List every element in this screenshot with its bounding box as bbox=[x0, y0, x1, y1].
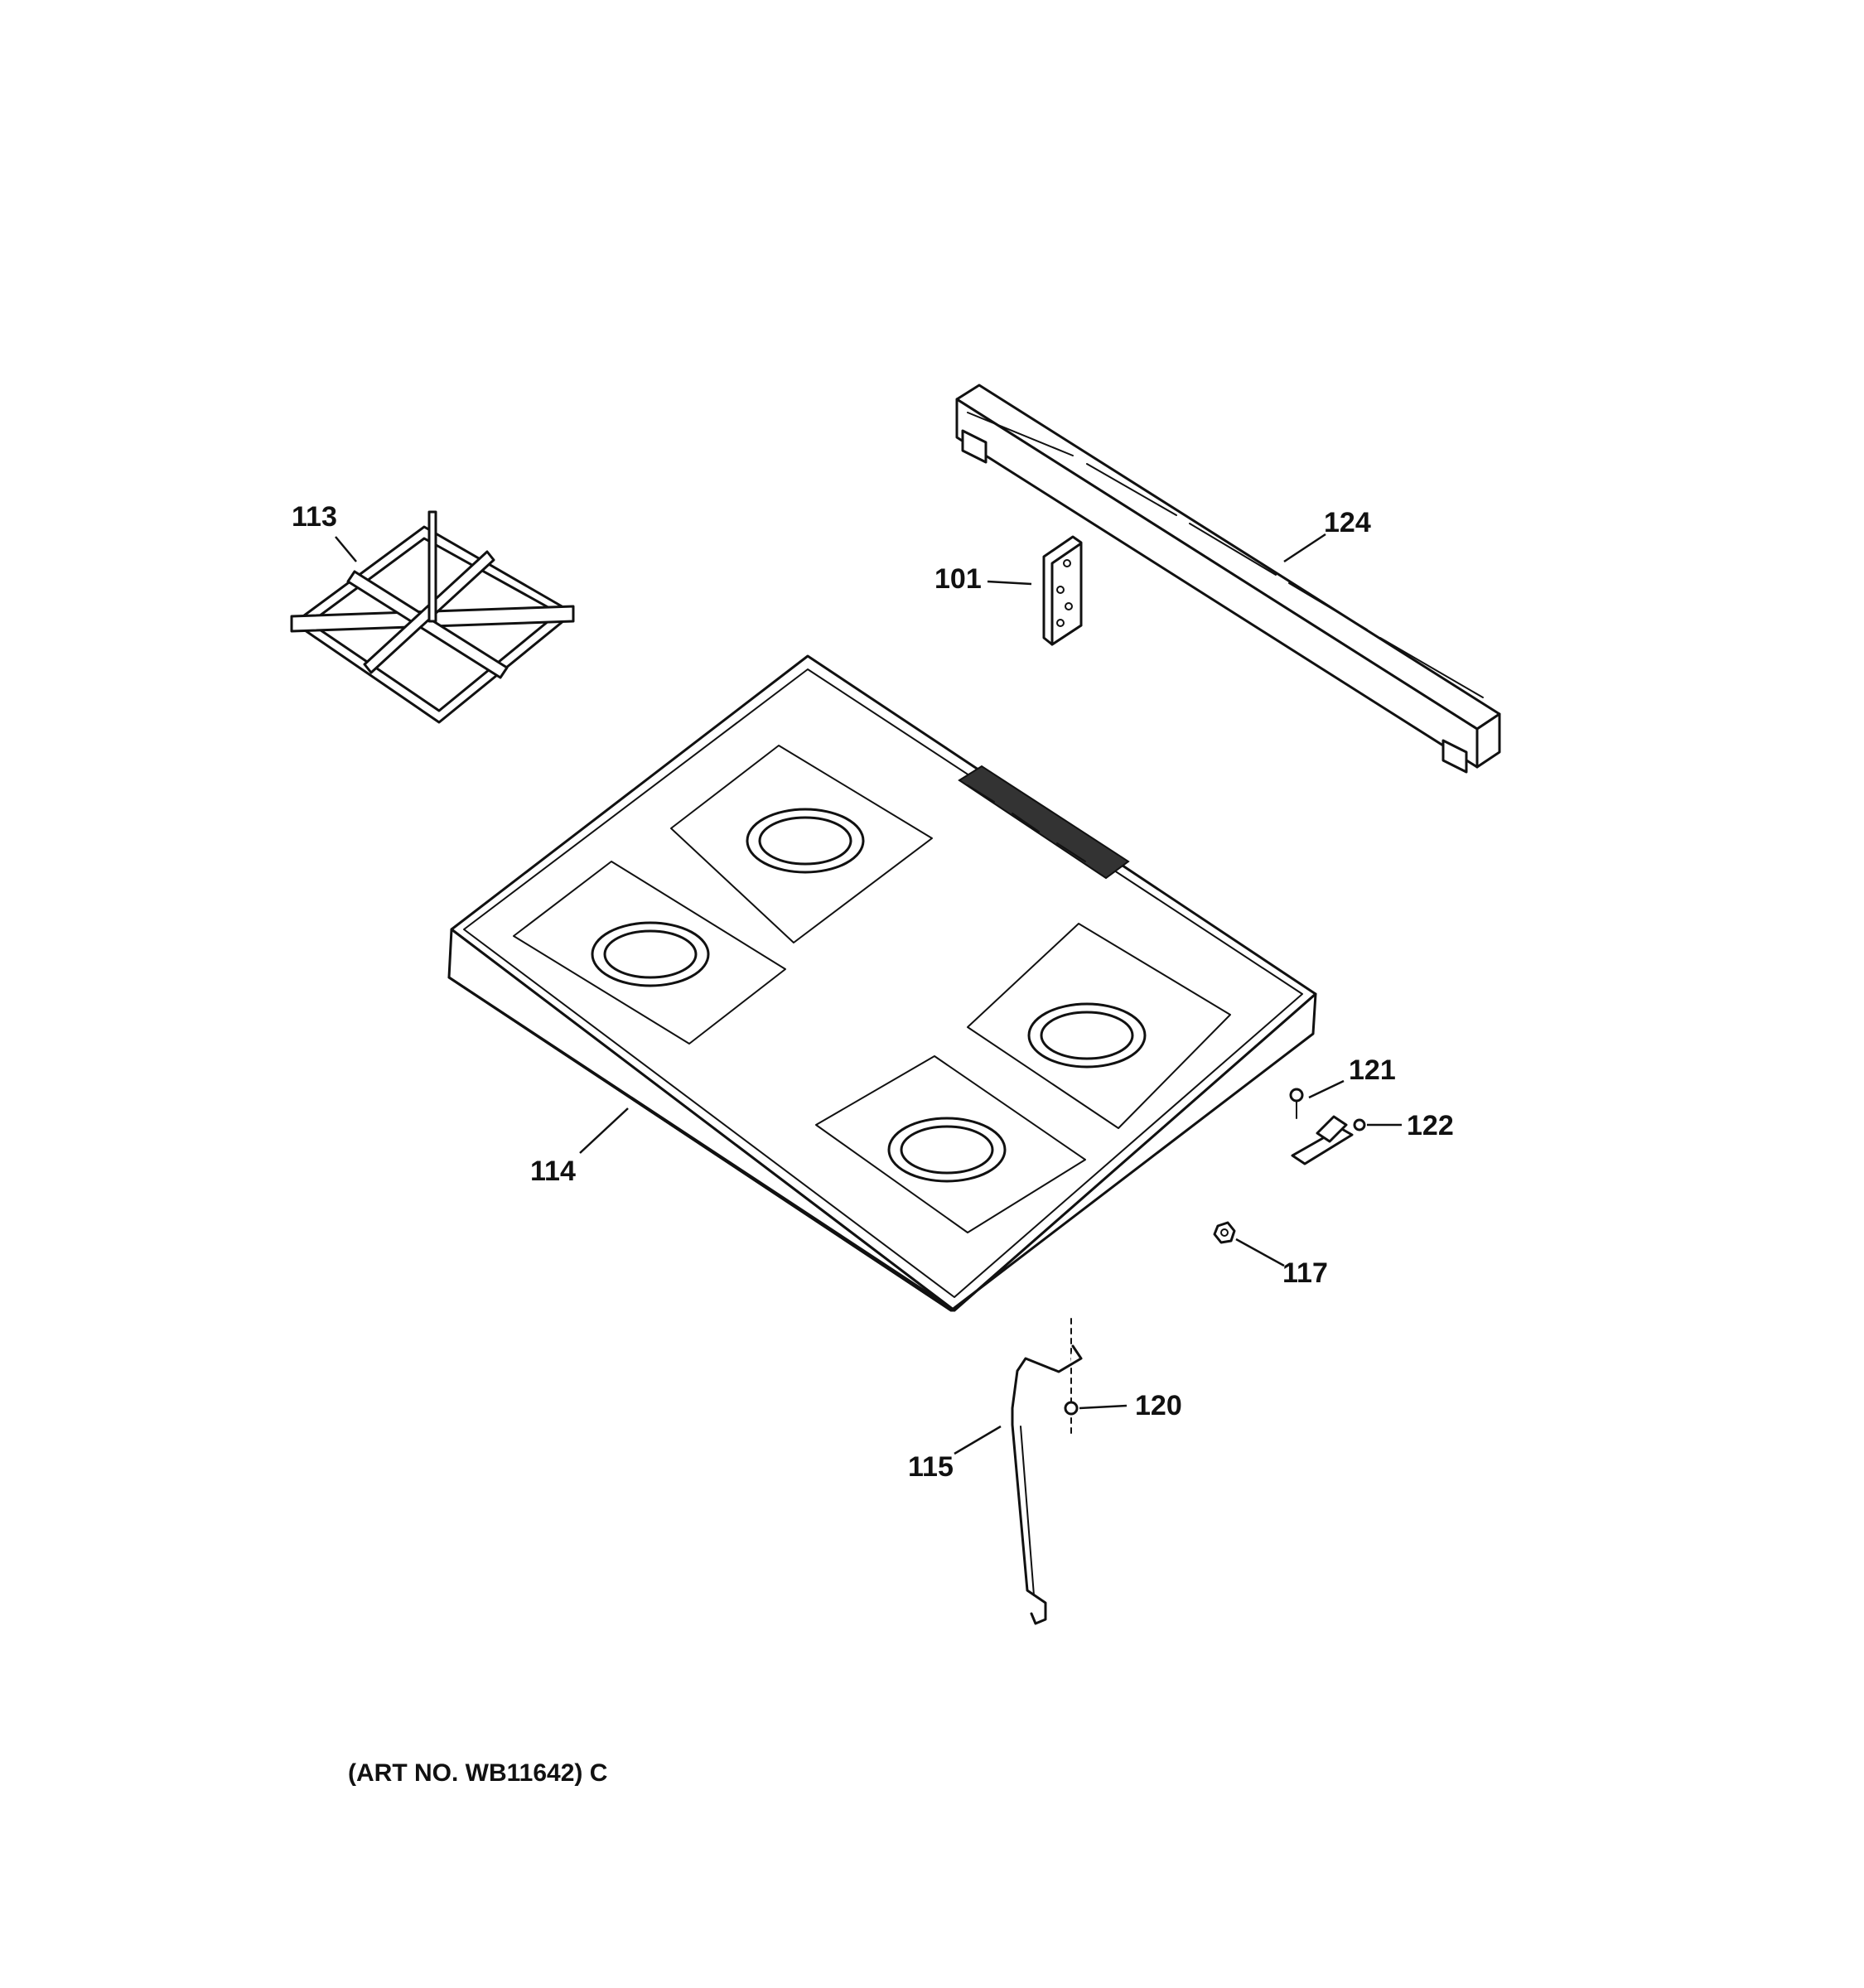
part-101-bracket[interactable] bbox=[1042, 535, 1083, 646]
callout-117: 117 bbox=[1282, 1257, 1328, 1289]
callout-115: 115 bbox=[908, 1451, 954, 1483]
callout-122: 122 bbox=[1407, 1110, 1454, 1141]
leader-lines bbox=[335, 533, 1402, 1455]
part-113-burner-grate[interactable] bbox=[290, 510, 575, 724]
callout-114: 114 bbox=[530, 1156, 576, 1187]
part-121-screw[interactable] bbox=[1289, 1088, 1304, 1119]
callout-101: 101 bbox=[934, 563, 982, 595]
part-115-rod[interactable] bbox=[1011, 1344, 1083, 1625]
callout-124: 124 bbox=[1324, 507, 1371, 538]
callout-121: 121 bbox=[1349, 1054, 1396, 1086]
callout-120: 120 bbox=[1135, 1390, 1182, 1421]
part-124-trim-bar[interactable] bbox=[955, 384, 1501, 774]
callout-labels: 113 101 124 114 121 122 117 120 115 bbox=[292, 501, 1454, 1483]
part-114-cooktop[interactable] bbox=[447, 654, 1317, 1312]
callout-113: 113 bbox=[292, 501, 337, 533]
part-122-clip[interactable] bbox=[1291, 1115, 1366, 1165]
part-117-nut[interactable] bbox=[1213, 1221, 1236, 1244]
part-120-fastener[interactable] bbox=[1064, 1318, 1079, 1434]
art-number: (ART NO. WB11642) C bbox=[348, 1759, 607, 1787]
